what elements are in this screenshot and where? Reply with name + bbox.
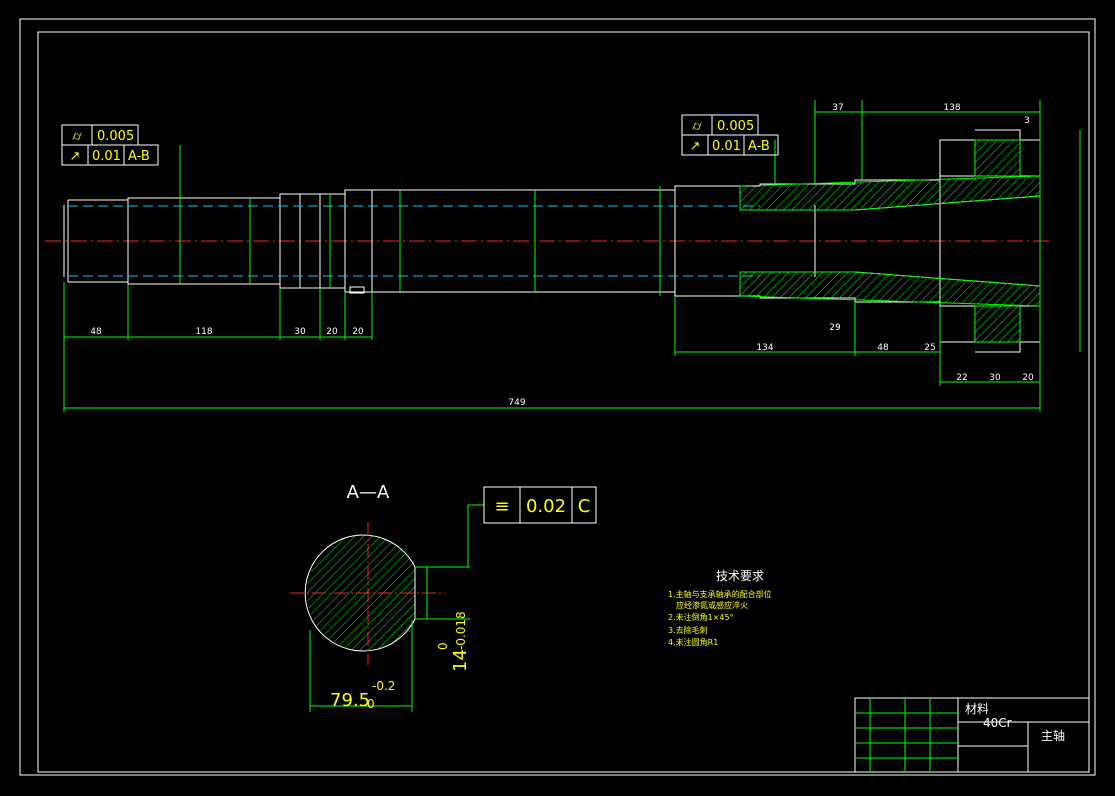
hidden-lines [68,205,760,277]
shaft-hatching [739,139,1041,343]
dim-20b: 20 [352,327,364,337]
keyway-tol-lower: -0.018 [454,611,468,650]
flange-top-boss [975,129,1021,140]
symmetry-icon: ≡ [494,496,509,517]
technical-requirements: 技术要求 1.主轴与支承轴承的配合部位 应经渗氮或感应淬火 2.未注倒角1×45… [668,569,772,647]
fcf-left-datum: A-B [128,149,150,164]
tech-line-4: 3.去除毛刺 [668,625,708,635]
flange-bottom-boss [975,342,1021,353]
runout-icon: ↗ [690,139,701,154]
dim-20a: 20 [326,327,338,337]
keyway-value: 14 [450,649,471,672]
runout-icon: ↗ [70,149,81,164]
tech-line-5: 4.未注圆角R1 [668,637,718,647]
drawing-frame [19,18,1096,776]
material-label: 材料 [965,702,989,716]
dim-48b: 48 [877,343,889,353]
dim-48: 48 [90,327,102,337]
section-hatch [307,535,415,651]
hatch-flange-bottom [974,305,1021,343]
hatch-lower [739,271,1041,307]
cylindricity-icon: ⌭ [72,129,82,144]
section-body [307,535,415,651]
tech-line-3: 2.未注倒角1×45° [668,612,734,622]
inner-border [37,31,1090,773]
section-width-tol-upper: -0.2 [372,679,395,693]
dim-25: 25 [924,343,935,353]
fcf-right-cyl-value: 0.005 [717,119,754,134]
dim-29: 29 [829,323,841,333]
section-a-a: A—A 79.5 0 -0.2 14 -0.018 0 ≡ 0.02 C [290,482,597,712]
section-outline [304,534,416,652]
sym-leader [467,504,484,567]
fcf-right-datum: A-B [748,139,770,154]
dim-749: 749 [508,398,525,408]
tolerance-frame-left: ⌭ ↗ 0.005 0.01 A-B [61,124,159,166]
tech-line-1: 1.主轴与支承轴承的配合部位 [668,589,772,599]
tech-title: 技术要求 [716,569,764,583]
dim-134: 134 [756,343,773,353]
keyway-tol-upper: 0 [436,642,450,650]
title-block [854,697,1090,773]
fcf-right-row2 [681,134,779,156]
title-block-border [854,697,1090,773]
key-slot [349,286,365,294]
cylindricity-icon: ⌭ [692,119,702,134]
material-value: 40Cr [983,716,1012,730]
sym-frame [483,486,597,524]
title-block-text: 材料 40Cr 主轴 [965,702,1065,743]
section-title: A—A [347,482,390,503]
dim-22: 22 [956,373,967,383]
hatch-upper [739,175,1041,211]
dim-30: 30 [294,327,306,337]
outer-border [19,18,1096,776]
dim-37: 37 [832,103,843,113]
dim-20c: 20 [1022,373,1034,383]
hatch-flange-top [974,139,1021,177]
fcf-right-runout-value: 0.01 [712,139,741,154]
dim-30b: 30 [989,373,1001,383]
dimension-lines [63,100,1081,412]
sym-datum: C [578,496,591,517]
section-width-value: 79.5 [330,690,370,711]
dimension-labels: 48 118 30 20 20 749 134 29 48 25 22 30 2… [90,103,1034,408]
dim-138: 138 [943,103,960,113]
part-name: 主轴 [1041,728,1065,743]
fcf-left-cyl-value: 0.005 [97,129,134,144]
sym-tol-value: 0.02 [526,496,566,517]
fcf-left-runout-value: 0.01 [92,149,121,164]
dim-3: 3 [1024,116,1030,126]
tech-line-2: 应经渗氮或感应淬火 [676,600,748,610]
tolerance-frame-right: ⌭ ↗ 0.005 0.01 A-B [681,114,779,156]
section-width-tol-lower: 0 [367,697,375,711]
dim-118: 118 [195,327,212,337]
fcf-left-row2 [61,144,159,166]
